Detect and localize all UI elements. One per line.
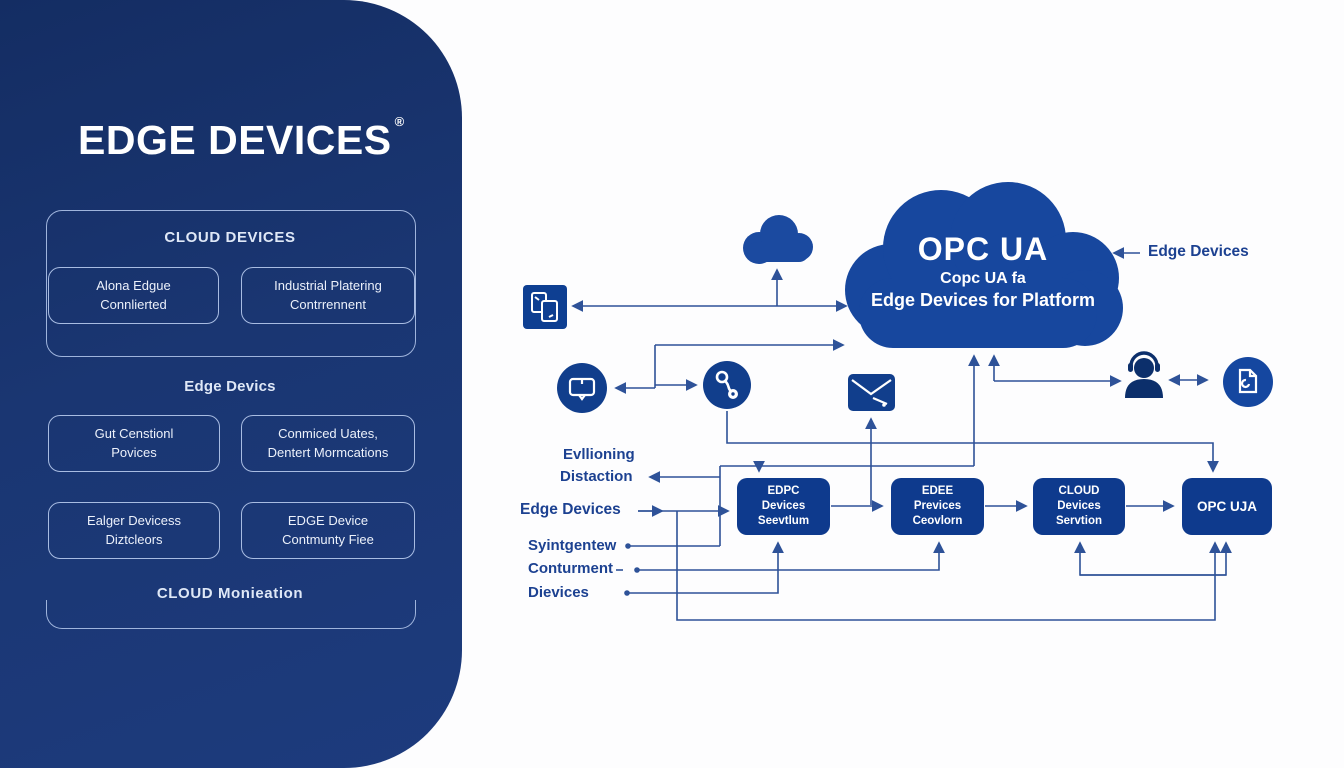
cloud-title: OPC UA <box>917 231 1049 267</box>
document-icon <box>1223 357 1273 407</box>
chat-icon <box>557 363 607 413</box>
cloud-callout-label: Edge Devices <box>1148 243 1249 260</box>
support-agent-icon <box>1125 351 1163 398</box>
sidebar-card: Gut Censtionl Povices <box>48 415 220 472</box>
big-cloud-label: OPC UA Copc UA fa Edge Devices for Platf… <box>858 231 1108 311</box>
trademark-mark: ® <box>394 114 405 129</box>
label-devices: Dievices <box>528 584 589 601</box>
sidebar-card: Ealger Devicess Diztcleors <box>48 502 220 559</box>
sidebar-panel: EDGE DEVICES® CLOUD DEVICES Alona Edgue … <box>0 0 462 768</box>
cloud-subtitle2: Edge Devices for Platform <box>870 289 1096 310</box>
cloud-devices-group-outline <box>46 210 416 357</box>
group-header-edge-devices: Edge Devics <box>184 378 276 395</box>
footer-group-outline <box>46 600 416 629</box>
mail-icon <box>848 374 895 411</box>
devices-transfer-icon <box>523 285 567 329</box>
cloud-subtitle: Copc UA fa <box>940 269 1026 287</box>
node-edpc-devices: EDPC Devices Seevtlum <box>737 478 830 535</box>
page-title: EDGE DEVICES® <box>78 114 405 163</box>
node-edee-previces: EDEE Previces Ceovlorn <box>891 478 984 535</box>
group-header-cloud-monieation: CLOUD Monieation <box>156 585 304 602</box>
sidebar-card: EDGE Device Contmunty Fiee <box>241 502 415 559</box>
key-icon <box>703 361 751 409</box>
label-distaction: Distaction <box>560 468 633 485</box>
node-opc-uja: OPC UJA <box>1182 478 1272 535</box>
label-conturment: Conturment <box>528 560 613 577</box>
sidebar-card: Industrial Platering Contrrennent <box>241 267 415 324</box>
big-cloud <box>845 182 1123 348</box>
label-evllioning: Evllioning <box>563 446 635 463</box>
label-edge-devices: Edge Devices <box>520 501 621 518</box>
sidebar-card: Alona Edgue Connlierted <box>48 267 219 324</box>
group-header-cloud-devices: CLOUD DEVICES <box>164 229 296 246</box>
node-cloud-devices: CLOUD Devices Servtion <box>1033 478 1125 535</box>
small-cloud-icon <box>743 215 813 264</box>
sidebar-card: Conmiced Uates, Dentert Mormcations <box>241 415 415 472</box>
label-syintgentew: Syintgentew <box>528 537 617 554</box>
